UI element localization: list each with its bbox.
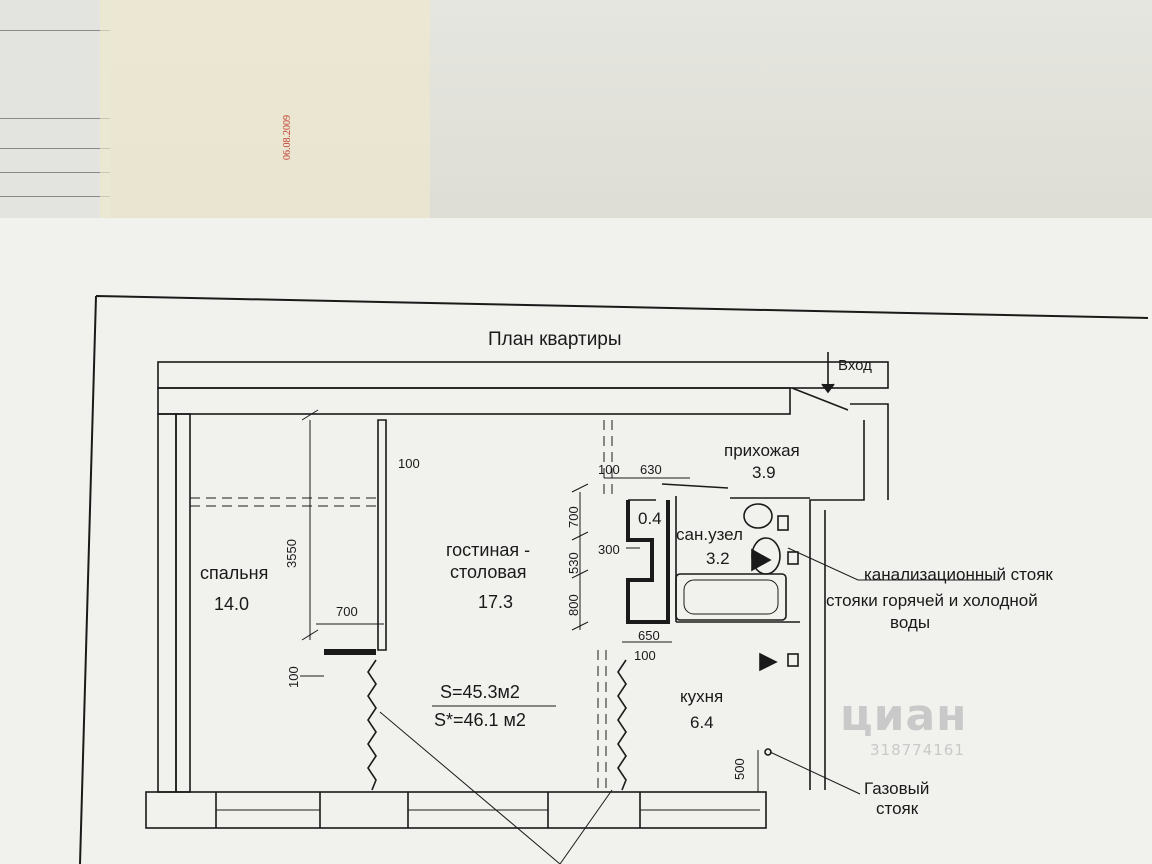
hall-area: 3.9 xyxy=(752,463,776,482)
bathroom-area: 3.2 xyxy=(706,549,730,568)
dim-100-hall: 100 xyxy=(598,462,620,477)
living-area: 17.3 xyxy=(478,592,513,612)
hall-name: прихожая xyxy=(724,441,800,460)
plan-title: План квартиры xyxy=(488,329,622,350)
bedroom-area: 14.0 xyxy=(214,594,249,614)
dim-530: 530 xyxy=(566,552,581,574)
plan-sheet xyxy=(0,218,1152,864)
tape-strip xyxy=(100,0,430,230)
sewer-riser-note: канализационный стояк xyxy=(864,565,1053,584)
dim-700-v: 700 xyxy=(566,506,581,528)
dim-3550: 3550 xyxy=(284,539,299,568)
kitchen-name: кухня xyxy=(680,687,723,706)
living-name-1: гостиная - xyxy=(446,540,530,560)
watermark-brand: циан xyxy=(840,690,968,741)
entrance-label: Вход xyxy=(838,357,872,374)
closet-area: 0.4 xyxy=(638,509,662,528)
dim-100-kitchen: 100 xyxy=(634,648,656,663)
watermark: циан 318774161 xyxy=(840,690,968,759)
dim-800: 800 xyxy=(566,594,581,616)
bedroom-name: спальня xyxy=(200,563,268,583)
side-paper xyxy=(0,0,110,220)
dim-500: 500 xyxy=(732,758,747,780)
bathroom-name: сан.узел xyxy=(676,525,743,544)
total-area: S=45.3м2 xyxy=(440,682,520,702)
kitchen-area: 6.4 xyxy=(690,713,714,732)
dim-630: 630 xyxy=(640,462,662,477)
dim-700: 700 xyxy=(336,604,358,619)
gas-riser-note-2: стояк xyxy=(876,799,919,818)
dim-100-bedroom: 100 xyxy=(398,456,420,471)
water-risers-note-1: стояки горячей и холодной xyxy=(826,591,1038,610)
dim-300: 300 xyxy=(598,542,620,557)
gas-riser-note-1: Газовый xyxy=(864,779,929,798)
watermark-number: 318774161 xyxy=(870,741,965,759)
dim-100-left: 100 xyxy=(286,666,301,688)
living-name-2: столовая xyxy=(450,562,527,582)
water-risers-note-2: воды xyxy=(890,613,930,632)
dim-650: 650 xyxy=(638,628,660,643)
total-area-star: S*=46.1 м2 xyxy=(434,710,526,730)
